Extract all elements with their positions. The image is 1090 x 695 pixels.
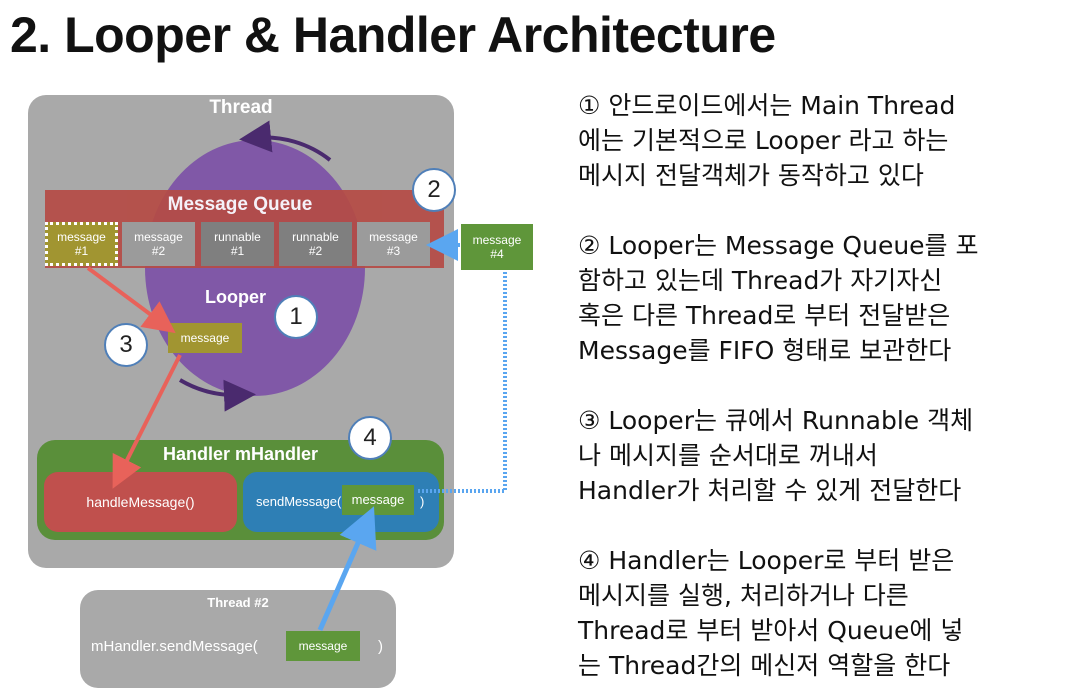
description-line: 함하고 있는데 Thread가 자기자신 bbox=[578, 266, 943, 295]
queue-item-line1: runnable bbox=[214, 230, 261, 244]
send-message-pill: sendMessage( message ) bbox=[243, 472, 439, 532]
message-queue-label: Message Queue bbox=[167, 194, 313, 215]
thread2-call-text: mHandler.sendMessage( bbox=[91, 638, 258, 655]
queue-item-line1: message bbox=[134, 230, 183, 244]
thread2-suffix: ) bbox=[378, 638, 383, 655]
description-1: ① 안드로이드에서는 Main Thread 에는 기본적으로 Looper 라… bbox=[578, 88, 1083, 193]
incoming-message-line2: #4 bbox=[490, 247, 504, 261]
send-message-box-text: message bbox=[351, 492, 405, 507]
description-line: ② Looper는 Message Queue를 포 bbox=[578, 231, 979, 260]
red-arrow-dequeue bbox=[86, 266, 176, 334]
queue-item-message-3: message #3 bbox=[357, 222, 430, 266]
queue-item-line1: runnable bbox=[292, 230, 339, 244]
queue-item-line2: #3 bbox=[386, 244, 401, 258]
queue-item-runnable-1: runnable #1 bbox=[201, 222, 274, 266]
thread2-message-text: message bbox=[298, 639, 348, 653]
description-line: Thread로 부터 받아서 Queue에 넣 bbox=[578, 616, 964, 645]
thread2-label: Thread #2 bbox=[207, 595, 269, 610]
handle-message-pill: handleMessage() bbox=[44, 472, 237, 532]
red-arrow-dispatch bbox=[112, 354, 182, 489]
slide-title: 2. Looper & Handler Architecture bbox=[10, 7, 776, 63]
description-line: Message를 FIFO 형태로 보관한다 bbox=[578, 336, 952, 365]
queue-item-line2: #2 bbox=[151, 244, 166, 258]
thread2-message-box: message bbox=[286, 631, 360, 661]
description-line: Handler가 처리할 수 있게 전달한다 bbox=[578, 476, 962, 505]
description-2: ② Looper는 Message Queue를 포 함하고 있는데 Threa… bbox=[578, 228, 1083, 368]
queue-item-line2: #1 bbox=[230, 244, 245, 258]
thread2-container: Thread #2 mHandler.sendMessage( message … bbox=[80, 590, 396, 688]
description-line: 메시지를 실행, 처리하거나 다른 bbox=[578, 581, 909, 610]
step-circle-4: 4 bbox=[348, 416, 392, 460]
send-message-suffix: ) bbox=[420, 494, 425, 509]
queue-item-line2: #1 bbox=[74, 244, 89, 258]
thread-label: Thread bbox=[209, 97, 273, 118]
handler-label: Handler mHandler bbox=[162, 444, 319, 464]
description-line: 메시지 전달객체가 동작하고 있다 bbox=[578, 161, 924, 190]
description-3: ③ Looper는 큐에서 Runnable 객체 나 메시지를 순서대로 꺼내… bbox=[578, 403, 1083, 508]
queue-item-message-2: message #2 bbox=[122, 222, 195, 266]
description-4: ④ Handler는 Looper로 부터 받은 메시지를 실행, 처리하거나 … bbox=[578, 543, 1083, 683]
step-circle-2: 2 bbox=[412, 168, 456, 212]
incoming-message-line1: message bbox=[472, 233, 522, 247]
queue-item-line1: message bbox=[57, 230, 106, 244]
description-line: ① 안드로이드에서는 Main Thread bbox=[578, 91, 956, 120]
blue-arrow-thread2 bbox=[317, 506, 377, 631]
handle-message-text: handleMessage() bbox=[86, 494, 195, 510]
incoming-message-4: message #4 bbox=[461, 224, 533, 270]
step-circle-3: 3 bbox=[104, 323, 148, 367]
queue-item-line1: message bbox=[369, 230, 418, 244]
description-line: ③ Looper는 큐에서 Runnable 객체 bbox=[578, 406, 974, 435]
step-number: 4 bbox=[363, 424, 377, 451]
looper-message-box: message bbox=[168, 323, 242, 353]
looper-cycle-arrow-bottom bbox=[178, 378, 256, 412]
description-line: ④ Handler는 Looper로 부터 받은 bbox=[578, 546, 955, 575]
send-message-prefix: sendMessage( bbox=[256, 494, 342, 509]
step-circle-1: 1 bbox=[274, 295, 318, 339]
queue-item-runnable-2: runnable #2 bbox=[279, 222, 352, 266]
step-number: 3 bbox=[119, 331, 133, 358]
looper-label: Looper bbox=[205, 287, 266, 307]
looper-message-text: message bbox=[180, 331, 230, 345]
description-line: 에는 기본적으로 Looper 라고 하는 bbox=[578, 126, 949, 155]
step-number: 2 bbox=[427, 176, 441, 203]
step-number: 1 bbox=[289, 303, 303, 330]
looper-cycle-arrow-top bbox=[239, 120, 332, 162]
queue-item-message-1: message #1 bbox=[45, 222, 118, 266]
description-line: 나 메시지를 순서대로 꺼내서 bbox=[578, 441, 878, 470]
queue-item-line2: #2 bbox=[308, 244, 323, 258]
description-line: 는 Thread간의 메신저 역할을 한다 bbox=[578, 651, 951, 680]
description-line: 혹은 다른 Thread로 부터 전달받은 bbox=[578, 301, 951, 330]
blue-arrow-enqueue bbox=[418, 272, 507, 493]
